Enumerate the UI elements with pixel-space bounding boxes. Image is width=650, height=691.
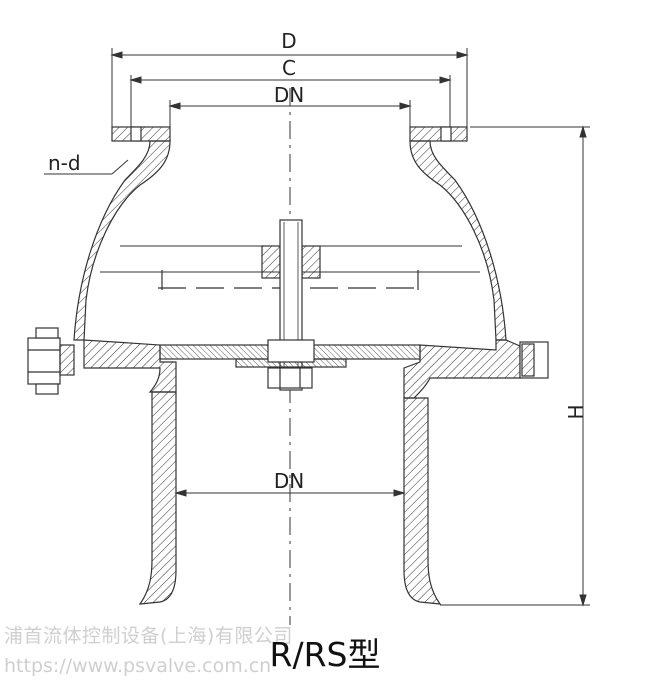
dimension-h-label: H	[564, 404, 588, 419]
bolt-hole-label: n-d	[48, 151, 81, 175]
top-flange	[111, 126, 468, 142]
bolt-hole-leader	[44, 159, 129, 175]
watermark-url: https://www.psvalve.com.cn	[4, 655, 272, 677]
dimension-dn-bottom	[174, 489, 406, 497]
watermark-company: 浦首流体控制设备(上海)有限公司	[4, 625, 293, 647]
stem-nut	[267, 367, 313, 389]
dimension-dn-bottom-label: DN	[274, 469, 304, 493]
seat-plate	[159, 339, 421, 368]
side-bolt	[27, 327, 75, 395]
drawing-title: R/RS型	[269, 635, 381, 674]
dimension-c	[129, 75, 452, 127]
dimension-d	[110, 48, 469, 127]
dimension-d-label: D	[281, 29, 296, 53]
dimension-h	[440, 125, 590, 607]
dimension-c-label: C	[282, 56, 296, 80]
dimension-dn-top-label: DN	[274, 83, 304, 107]
lower-pipe	[138, 391, 442, 605]
body-flange	[83, 339, 549, 399]
